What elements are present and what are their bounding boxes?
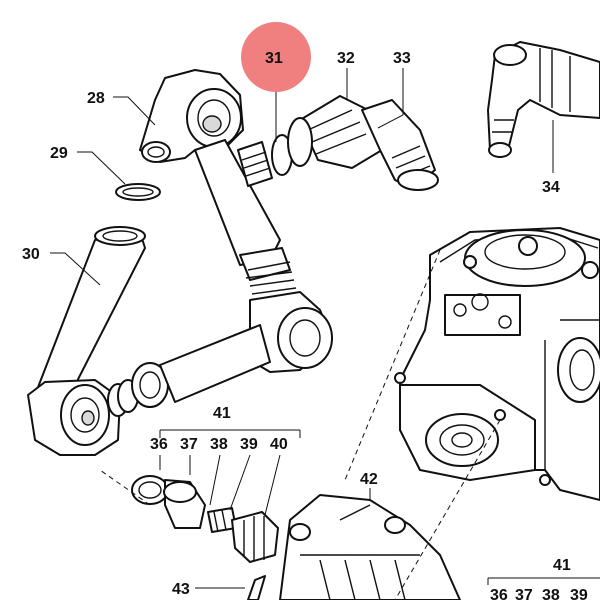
part-29-o-ring: [115, 183, 161, 201]
part-43-screw: [247, 575, 266, 600]
label-37-top: 37: [180, 436, 198, 453]
label-42: 42: [360, 471, 378, 488]
label-30: 30: [22, 246, 40, 263]
label-32: 32: [337, 50, 355, 67]
label-40-top: 40: [270, 436, 288, 453]
label-36-bottom: 36: [490, 587, 508, 600]
label-39-bottom: 39: [570, 587, 588, 600]
label-37-bottom: 37: [515, 587, 533, 600]
label-43: 43: [172, 581, 190, 598]
label-31: 31: [265, 50, 283, 67]
part-labels: 28 29 30 31 32 33 34 41 36 37 38 39 40 4…: [22, 50, 588, 600]
y-pipe-assembly: [159, 134, 333, 403]
part-32-nut: [287, 95, 383, 169]
connector-rings: [107, 362, 169, 417]
label-33: 33: [393, 50, 411, 67]
part-28-elbow-fitting: [139, 69, 244, 163]
part-34-elbow: [487, 41, 600, 158]
part-33-hose-elbow: [361, 99, 439, 191]
label-38-top: 38: [210, 436, 228, 453]
label-29: 29: [50, 145, 68, 162]
part-30-pipe: [27, 226, 146, 456]
label-34: 34: [542, 179, 560, 196]
alignment-lines: [99, 249, 501, 600]
part-42-valve-cover: [279, 494, 461, 600]
label-28: 28: [87, 90, 105, 107]
label-36-top: 36: [150, 436, 168, 453]
label-41-bottom: 41: [553, 557, 571, 574]
label-38-bottom: 38: [542, 587, 560, 600]
part-31-highlight: [241, 22, 311, 92]
pump-body: [394, 227, 600, 501]
leader-lines: [50, 68, 600, 589]
valve-stack-36-40: [131, 475, 279, 563]
label-39-top: 39: [240, 436, 258, 453]
label-41-top: 41: [213, 405, 231, 422]
